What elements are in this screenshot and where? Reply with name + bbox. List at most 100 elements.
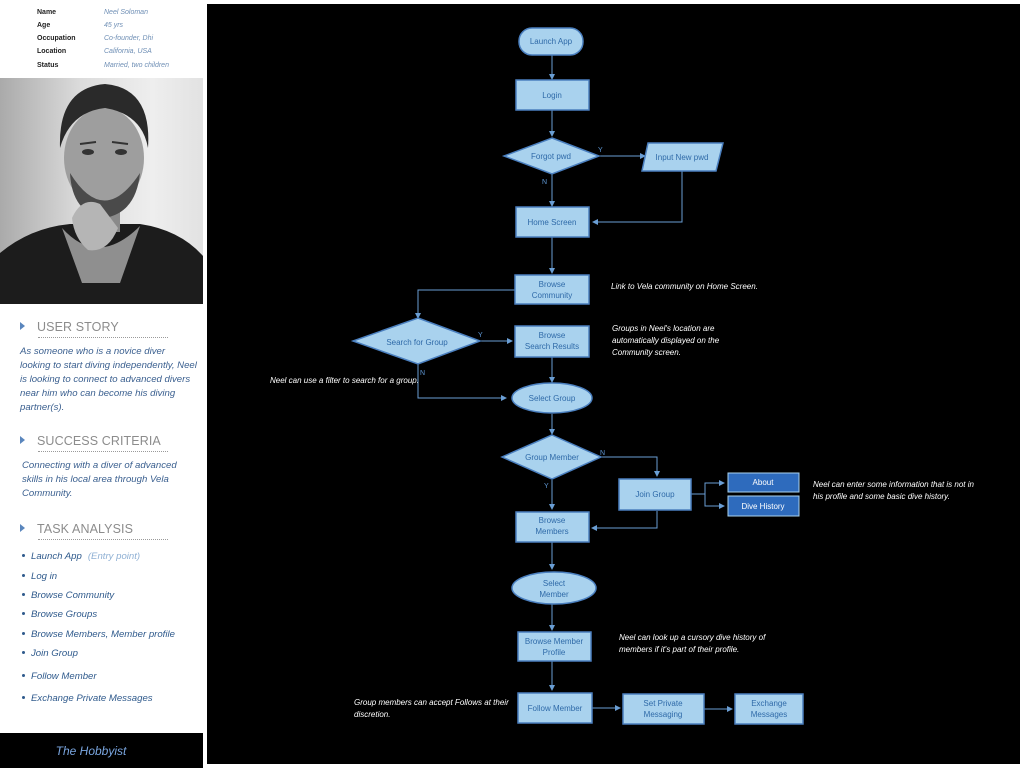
node-launch-app: Launch App (518, 27, 584, 56)
triangle-right-icon (20, 322, 25, 330)
node-label: Select Group (529, 394, 576, 403)
bullet-icon (22, 673, 25, 677)
bullet-icon (22, 631, 25, 635)
edge-input-home (592, 171, 683, 225)
node-search-for-group: Search for Group (350, 317, 483, 365)
node-label: Forgot pwd (531, 152, 571, 161)
node-label: Search for Group (386, 338, 448, 347)
node-select-group: Select Group (511, 382, 593, 414)
task-item: Launch App (Entry point) (22, 551, 140, 562)
edge-join-history (704, 494, 725, 509)
annotation-groups-location: Groups in Neel's location are automatica… (612, 324, 720, 357)
no-label: N (600, 450, 605, 457)
node-label: Group Member (525, 453, 579, 462)
task-label: Launch App (31, 551, 82, 562)
bullet-icon (22, 695, 25, 699)
bullet-icon (22, 611, 25, 615)
node-login: Login (515, 79, 590, 111)
persona-type-label: The Hobbyist (55, 744, 127, 758)
bullet-icon (22, 573, 25, 577)
node-label: Browse (539, 516, 566, 525)
node-join-group: Join Group (618, 478, 692, 511)
node-home-screen: Home Screen (515, 206, 590, 238)
task-item: Browse Groups (22, 609, 97, 620)
flow-edges (415, 55, 733, 712)
task-item: Join Group (22, 648, 78, 659)
node-label: Browse (539, 280, 566, 289)
section-title: USER STORY (37, 320, 119, 334)
node-label: About (753, 478, 775, 487)
node-label: Member (539, 590, 569, 599)
task-label: Join Group (31, 648, 78, 659)
triangle-right-icon (20, 436, 25, 444)
node-label: Members (535, 527, 568, 536)
persona-value: Co-founder, Dhi (104, 35, 154, 42)
bullet-icon (22, 553, 25, 557)
node-dive-history: Dive History (727, 495, 800, 517)
task-item: Follow Member (22, 671, 97, 682)
success-criteria-text: Connecting with a diver of advanced skil… (22, 460, 177, 499)
task-note: (Entry point) (87, 551, 141, 562)
flowchart: Y N Y N N Y Launch App Login Forgot pwd … (350, 27, 804, 725)
task-label: Exchange Private Messages (31, 693, 153, 704)
node-exchange-messages: Exchange Messages (734, 693, 804, 725)
persona-sidebar: Name Neel Soloman Age 45 yrs Occupation … (0, 0, 205, 768)
user-story-text: As someone who is a novice diver looking… (20, 346, 197, 413)
task-item: Browse Members, Member profile (22, 629, 175, 640)
node-label: Login (542, 91, 562, 100)
user-story-header: USER STORY (20, 320, 170, 338)
persona-label: Age (37, 22, 51, 29)
bullet-icon (22, 592, 25, 596)
section-title: SUCCESS CRITERIA (37, 434, 161, 448)
task-item: Log in (22, 571, 57, 582)
divider (38, 539, 168, 540)
yes-label: Y (478, 332, 483, 339)
node-label: Profile (543, 648, 566, 657)
edge-search-select (417, 364, 507, 401)
divider (38, 451, 168, 452)
node-input-new-password: Input New pwd (641, 142, 724, 172)
task-label: Browse Community (31, 590, 115, 601)
node-forgot-password: Forgot pwd (501, 137, 602, 175)
task-analysis-header: TASK ANALYSIS (20, 522, 170, 540)
node-label: Search Results (525, 342, 579, 351)
node-label: Select (543, 579, 566, 588)
user-flow-diagram: Y N Y N N Y Launch App Login Forgot pwd … (207, 4, 1020, 764)
node-follow-member: Follow Member (517, 692, 593, 724)
persona-label: Status (37, 62, 59, 69)
footer-bar: The Hobbyist (0, 733, 203, 768)
task-label: Log in (31, 571, 58, 582)
node-about: About (727, 472, 800, 493)
node-label: Messages (751, 710, 787, 719)
task-item: Exchange Private Messages (22, 693, 153, 704)
node-label: Browse (539, 331, 566, 340)
persona-label: Name (37, 9, 57, 16)
persona-portrait-illustration (0, 84, 203, 304)
persona-photo (0, 78, 203, 304)
task-label: Browse Groups (31, 609, 98, 620)
yes-label: Y (598, 147, 603, 154)
no-label: N (420, 370, 425, 377)
node-label: Input New pwd (656, 153, 709, 162)
bullet-icon (22, 650, 25, 654)
node-select-member: Select Member (511, 571, 597, 605)
node-label: Join Group (635, 490, 675, 499)
yes-label: Y (544, 483, 549, 490)
node-browse-members: Browse Members (515, 511, 590, 543)
persona-value: Married, two children (104, 62, 169, 69)
task-label: Browse Members, Member profile (31, 629, 175, 640)
persona-value: California, USA (104, 48, 152, 55)
annotation-filter: Neel can use a filter to search for a gr… (270, 376, 419, 385)
annotation-home-link: Link to Vela community on Home Screen. (611, 282, 758, 291)
task-item: Browse Community (22, 590, 114, 601)
triangle-right-icon (20, 524, 25, 532)
node-label: Browse Member (525, 637, 584, 646)
node-browse-community: Browse Community (514, 274, 590, 305)
node-browse-search-results: Browse Search Results (514, 325, 590, 358)
node-label: Dive History (741, 502, 784, 511)
edge-member-join (602, 456, 660, 477)
node-label: Home Screen (528, 218, 577, 227)
divider (38, 337, 168, 338)
no-label: N (542, 179, 547, 186)
edge-join-about (691, 480, 725, 495)
